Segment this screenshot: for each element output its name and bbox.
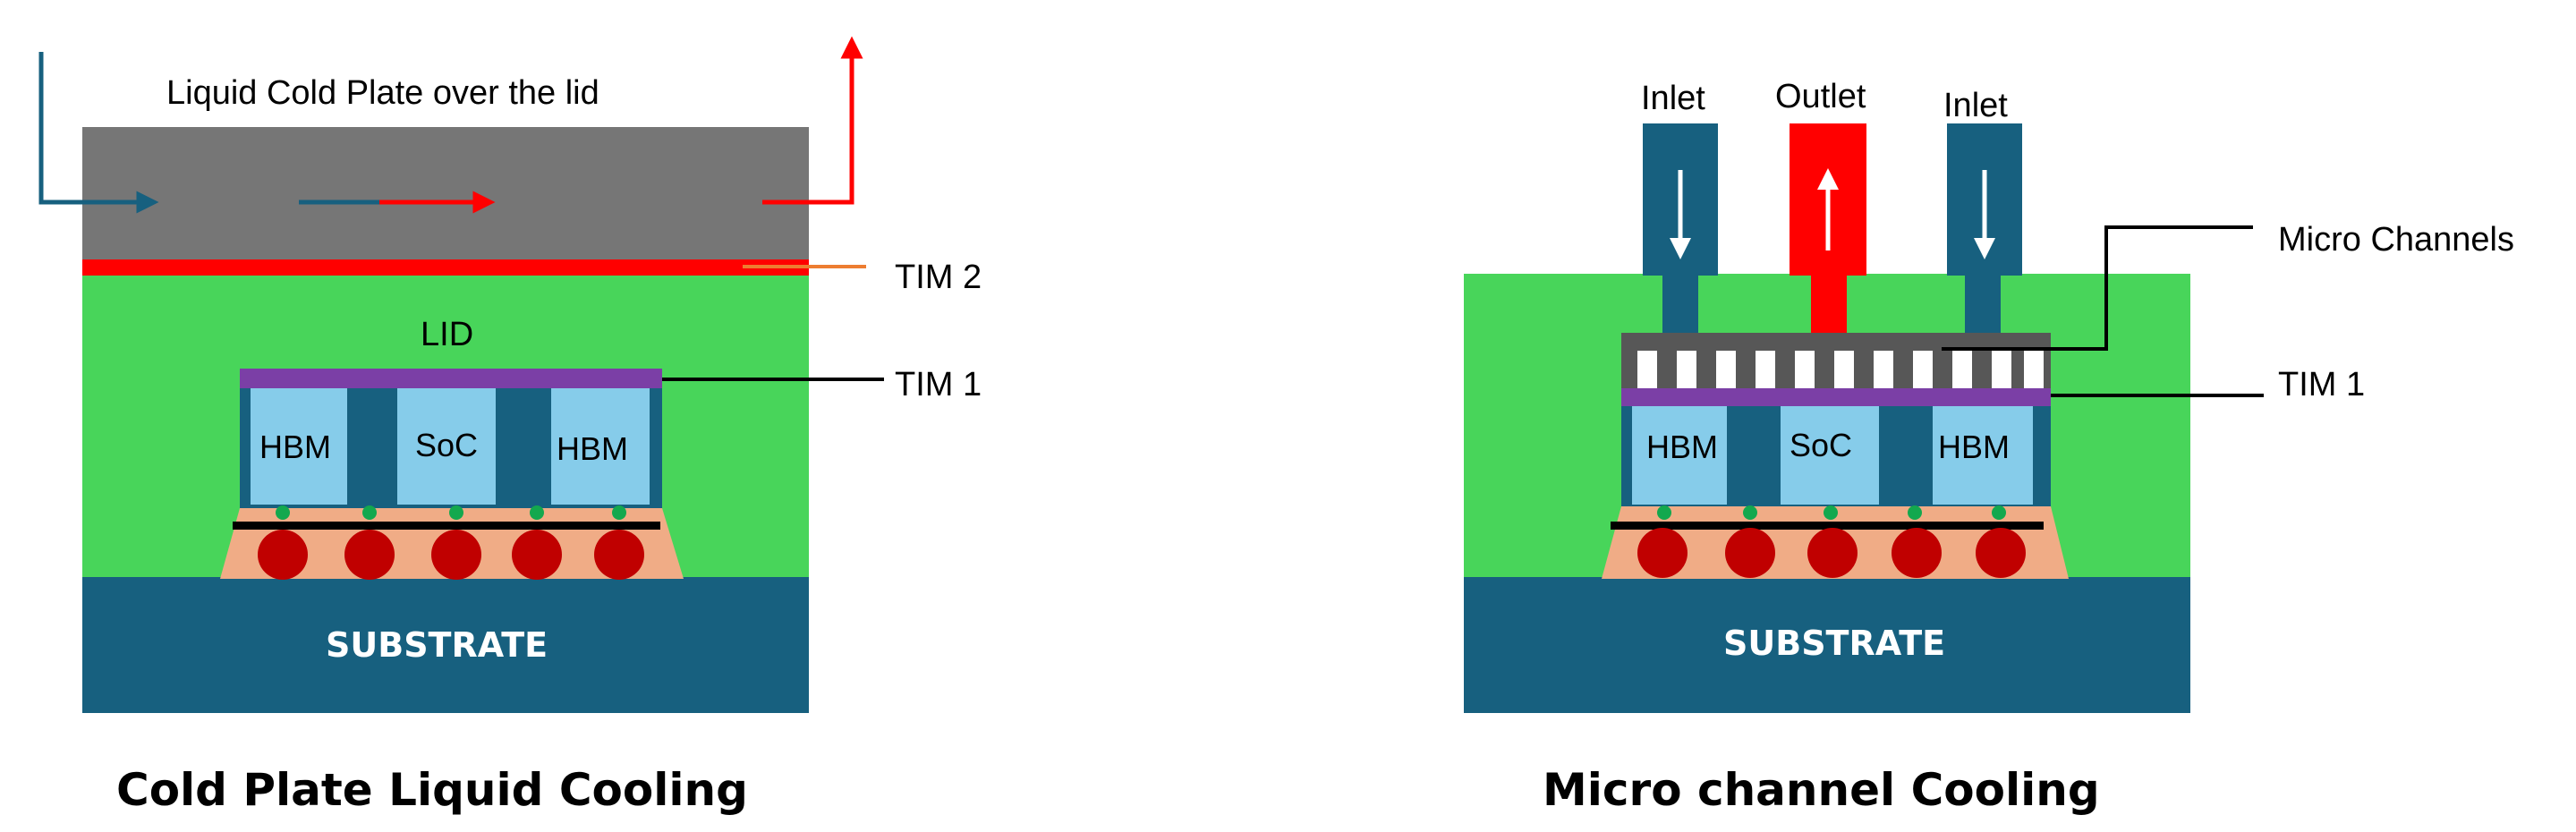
right-tim1-label: TIM 1 — [2278, 366, 2365, 403]
left-caption: Cold Plate Liquid Cooling — [116, 764, 748, 816]
right-substrate-label: SUBSTRATE — [1723, 624, 1945, 663]
micro-channel-slot — [1952, 351, 1972, 388]
right-die-hbm-2 — [1933, 406, 2033, 505]
left-die-label-hbm-2: HBM — [557, 430, 628, 467]
outlet-arrow-icon — [762, 36, 863, 205]
right-solder-ball — [1637, 528, 1688, 578]
down-arrow-icon — [1670, 170, 1691, 259]
right-solder-ball — [1892, 528, 1942, 578]
micro-channel-slot — [1756, 351, 1775, 388]
right-die-hbm-1 — [1632, 406, 1727, 505]
left-micro-bump — [612, 505, 626, 520]
right-micro-channels-leader — [1942, 225, 2253, 351]
right-inlet-label-1: Inlet — [1641, 80, 1705, 117]
micro-channel-slot — [1992, 351, 2011, 388]
right-micro-bump — [1824, 505, 1838, 520]
left-cold-plate-label: Liquid Cold Plate over the lid — [166, 74, 599, 112]
right-inlet-label-2: Inlet — [1943, 87, 2008, 124]
left-solder-ball — [258, 530, 308, 580]
micro-channel-slot — [1834, 351, 1854, 388]
left-die-hbm-2 — [551, 386, 650, 505]
left-solder-ball — [512, 530, 562, 580]
right-outlet-label: Outlet — [1775, 78, 1866, 115]
left-micro-bump — [449, 505, 463, 520]
left-solder-ball — [594, 530, 644, 580]
inlet-arrow-icon — [38, 52, 159, 214]
left-solder-ball — [431, 530, 481, 580]
left-die-label-hbm-1: HBM — [259, 429, 331, 465]
right-micro-bump — [1908, 505, 1922, 520]
left-rdl-line — [233, 522, 660, 530]
right-die-label-hbm-2: HBM — [1938, 429, 2010, 465]
right-micro-channel-slots — [1637, 351, 2044, 388]
left-cold-plate — [82, 127, 809, 259]
left-micro-bump — [362, 505, 377, 520]
micro-channel-slot — [1677, 351, 1696, 388]
micro-channel-slot — [2024, 351, 2044, 388]
right-inlet-pipe-1-neck — [1662, 274, 1698, 333]
right-inlet-pipe-2-neck — [1965, 274, 2001, 333]
right-substrate — [1464, 577, 2190, 713]
left-substrate — [82, 577, 809, 713]
micro-channel-slot — [1716, 351, 1736, 388]
left-substrate-label: SUBSTRATE — [326, 625, 548, 665]
right-micro-bump — [1657, 505, 1671, 520]
left-diagram: Liquid Cold Plate over the lid TIM 2 LID… — [38, 36, 982, 816]
left-die-soc — [397, 386, 496, 505]
right-tim1-layer — [1621, 388, 2051, 406]
right-diagram: Inlet Outlet Inlet Micro Channels TIM 1 … — [1464, 78, 2514, 816]
right-micro-bump — [1992, 505, 2006, 520]
left-lid-label: LID — [421, 316, 473, 353]
micro-channel-slot — [1637, 351, 1657, 388]
left-die-label-soc: SoC — [415, 427, 478, 463]
right-caption: Micro channel Cooling — [1543, 764, 2100, 816]
right-solder-ball — [1976, 528, 2026, 578]
right-solder-ball — [1807, 528, 1858, 578]
micro-channel-slot — [1913, 351, 1933, 388]
micro-channel-slot — [1874, 351, 1893, 388]
right-outlet-pipe-neck — [1811, 274, 1847, 333]
left-micro-bump — [276, 505, 290, 520]
right-micro-bump — [1743, 505, 1757, 520]
left-micro-bump — [530, 505, 544, 520]
left-tim1-label: TIM 1 — [895, 366, 982, 403]
left-die-hbm-1 — [251, 386, 347, 505]
micro-channel-slot — [1795, 351, 1815, 388]
left-solder-ball — [344, 530, 395, 580]
left-tim2-label: TIM 2 — [895, 259, 982, 296]
right-die-label-soc: SoC — [1790, 427, 1852, 463]
right-micro-channels-label: Micro Channels — [2278, 221, 2514, 259]
right-rdl-line — [1611, 522, 2044, 530]
right-solder-ball — [1725, 528, 1775, 578]
up-arrow-icon — [1817, 168, 1839, 250]
left-tim2-layer — [82, 259, 809, 276]
down-arrow-icon — [1974, 170, 1995, 259]
left-tim1-layer — [240, 369, 662, 388]
right-die-label-hbm-1: HBM — [1646, 429, 1718, 465]
right-die-soc — [1781, 406, 1879, 505]
